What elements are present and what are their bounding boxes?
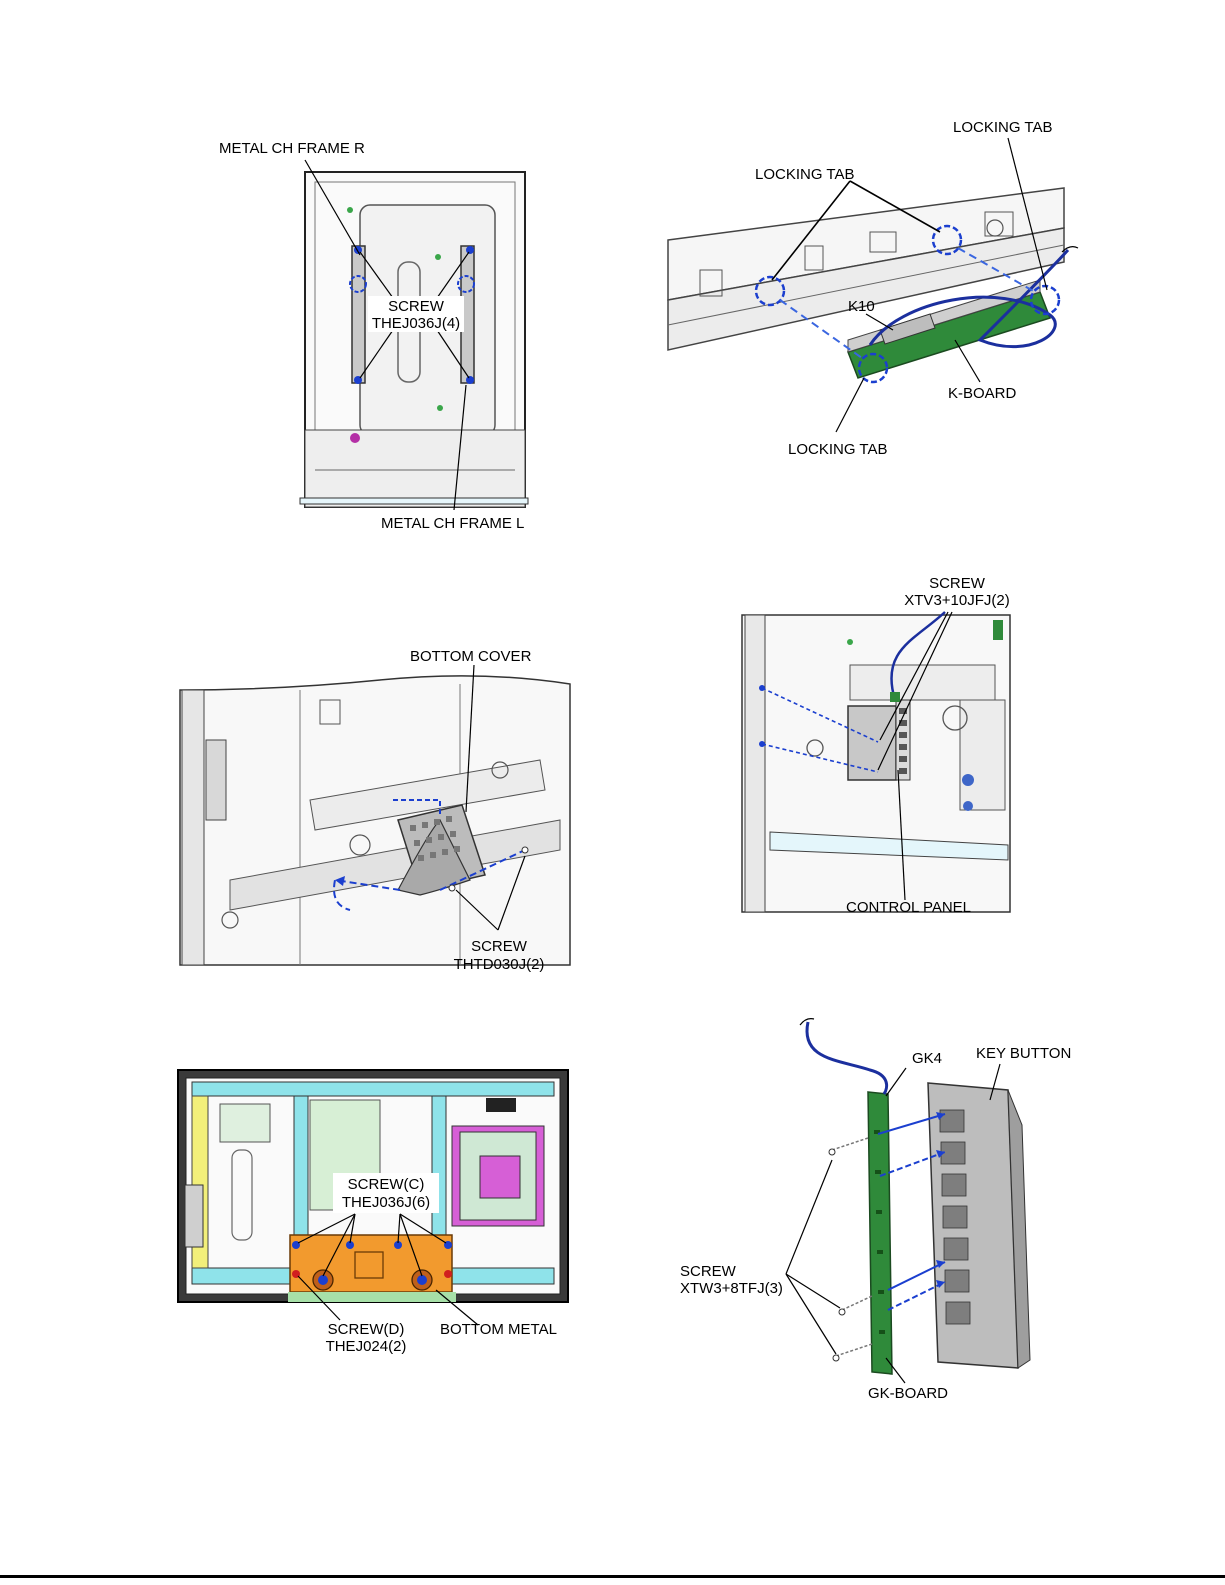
label-screw-code: XTV3+10JFJ(2)	[904, 592, 1009, 609]
label-locking-tab-mid: LOCKING TAB	[755, 166, 854, 183]
label-bottom-cover: BOTTOM COVER	[410, 648, 532, 665]
label-screw-code: XTW3+8TFJ(3)	[680, 1280, 783, 1297]
control-panel	[848, 706, 896, 780]
label-locking-tab-top: LOCKING TAB	[953, 119, 1052, 136]
panel-control-panel: SCREW XTV3+10JFJ(2) CONTROL PANEL	[742, 575, 1010, 916]
label-screw-d-code: THEJ024(2)	[326, 1338, 407, 1355]
label-gk-board: GK-BOARD	[868, 1385, 948, 1402]
label-metal-ch-frame-l: METAL CH FRAME L	[381, 515, 524, 532]
label-screw: SCREW	[929, 575, 986, 592]
label-screw-d: SCREW(D)	[328, 1321, 405, 1338]
label-screw-c: SCREW(C)	[348, 1176, 425, 1193]
label-k10: K10	[848, 298, 875, 315]
panel-bottom-metal: SCREW(C) THEJ036J(6) SCREW(D) THEJ024(2)…	[178, 1070, 568, 1355]
panel-gk-board: GK4 KEY BUTTON SCREW XTW3+8TFJ(3) GK-BOA…	[680, 1019, 1071, 1402]
label-control-panel: CONTROL PANEL	[846, 899, 971, 916]
metal-ch-frame-r	[352, 246, 365, 383]
page-bottom-rule	[0, 1575, 1225, 1578]
label-gk4: GK4	[912, 1050, 942, 1067]
label-screw-code: THTD030J(2)	[454, 956, 545, 973]
label-screw-c-code: THEJ036J(6)	[342, 1194, 430, 1211]
label-screw-code: THEJ036J(4)	[372, 315, 460, 332]
label-locking-tab-bottom: LOCKING TAB	[788, 441, 887, 458]
label-k-board: K-BOARD	[948, 385, 1017, 402]
label-screw: SCREW	[680, 1263, 737, 1280]
label-metal-ch-frame-r: METAL CH FRAME R	[219, 140, 365, 157]
label-bottom-metal: BOTTOM METAL	[440, 1321, 557, 1338]
panel-metal-ch-frame: METAL CH FRAME R SCREW THEJ036J(4) METAL…	[219, 140, 528, 532]
label-key-button: KEY BUTTON	[976, 1045, 1071, 1062]
panel-bottom-cover: BOTTOM COVER SCREW THTD030J(2)	[180, 648, 570, 973]
label-screw: SCREW	[471, 938, 528, 955]
panel-k-board: LOCKING TAB LOCKING TAB K10 K-BOARD LOCK…	[668, 119, 1078, 458]
label-screw: SCREW	[388, 298, 445, 315]
